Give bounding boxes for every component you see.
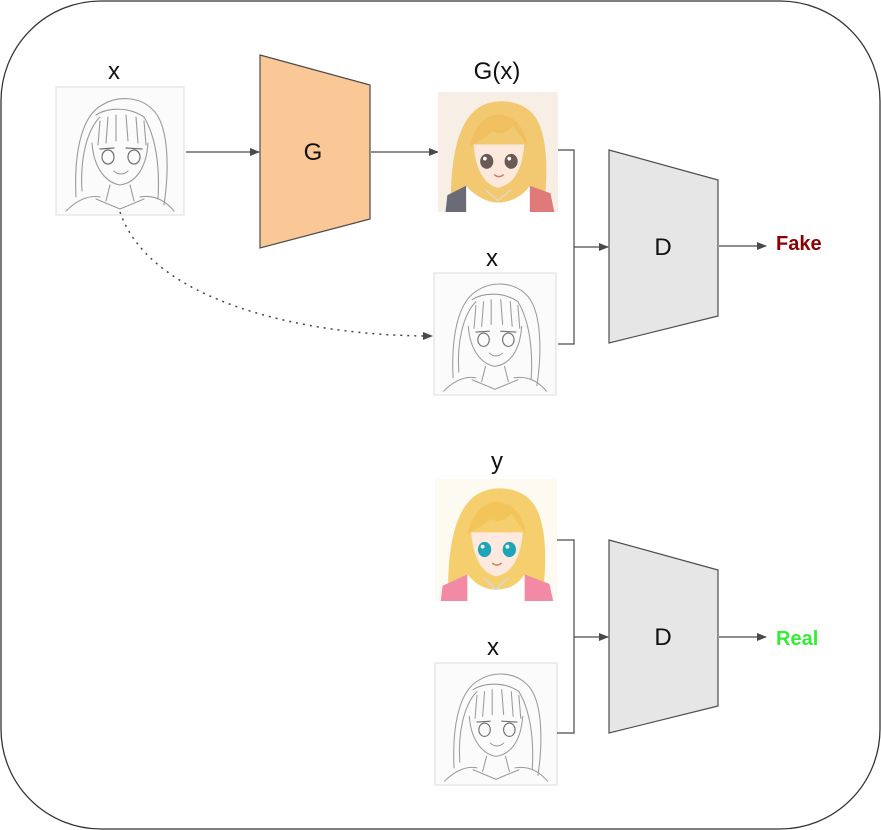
discriminator-block-bottom (608, 539, 719, 734)
generator-label: G (304, 139, 323, 166)
real-output-label: Real (776, 628, 818, 650)
discriminator-label-top: D (654, 234, 671, 261)
discriminator-block-top (608, 149, 719, 344)
paired-sketch-image-top (433, 272, 557, 396)
input-x-label: x (108, 58, 120, 85)
discriminator-label-bottom: D (654, 624, 671, 651)
paired-sketch-image-bottom (434, 662, 558, 786)
generated-gx-label: G(x) (474, 58, 521, 85)
generator-block (259, 54, 371, 249)
top-section: x G G(x) x D Fake (55, 54, 822, 396)
paired-x-label-top: x (486, 245, 498, 272)
fake-output-label: Fake (776, 233, 822, 255)
generated-image (438, 92, 558, 212)
target-image (435, 479, 557, 601)
input-sketch-image (55, 86, 185, 216)
bottom-section: y x D Real (434, 448, 818, 786)
paired-x-label-bottom: x (487, 634, 499, 661)
target-y-label: y (491, 448, 503, 475)
